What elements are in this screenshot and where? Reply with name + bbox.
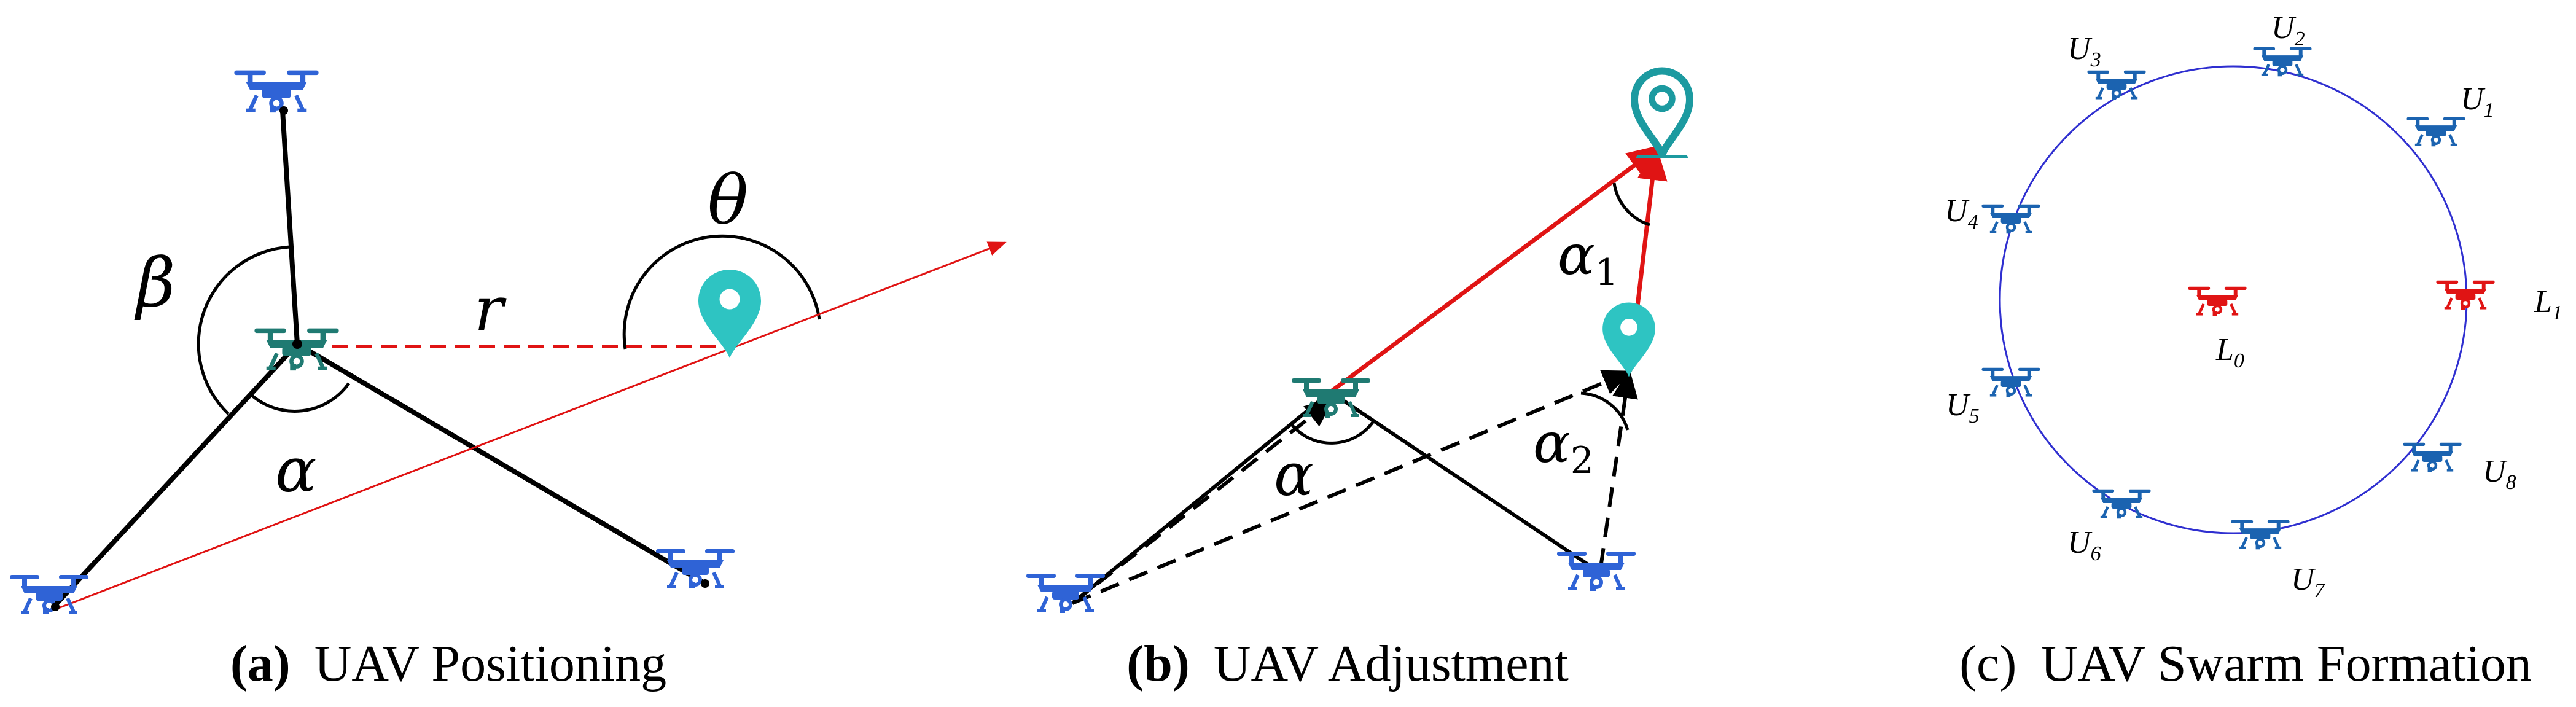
panel-b: α α1 α2 (b) UAV Adjustment: [1026, 71, 1690, 692]
direction-arrow: [55, 241, 1007, 611]
symbol-alpha1: α1: [1558, 223, 1618, 294]
angle-arc-alpha1: [1612, 182, 1650, 227]
drone-icon: [2403, 443, 2461, 472]
angle-arc-alpha2: [1580, 391, 1630, 431]
drone-icon: [2087, 71, 2145, 100]
angle-arc-theta: [622, 234, 821, 350]
angle-arc-alpha: [249, 382, 351, 413]
symbol-alpha: α: [275, 434, 317, 506]
drone-icon: [234, 71, 318, 113]
panel-a: β α θ r (a) UAV Positioning: [10, 71, 1007, 692]
drone-icon: [2188, 287, 2246, 316]
caption-letter: (b): [1126, 635, 1190, 692]
node-label-u2: U2: [2271, 10, 2305, 50]
leader-label-l1: L1: [2534, 284, 2562, 324]
symbol-r: r: [474, 273, 507, 345]
node-label-u5: U5: [1946, 388, 1980, 428]
drone-icon: [1557, 552, 1636, 591]
map-pin-icon: [1602, 302, 1655, 377]
drone-icon: [1026, 574, 1105, 613]
edge-line: [280, 110, 300, 345]
dashed-arrow: [1071, 398, 1335, 605]
symbol-alpha2: α2: [1533, 411, 1594, 482]
subscript: 1: [1595, 251, 1618, 294]
map-pin-icon: [698, 270, 761, 358]
angle-arc-alpha: [1290, 420, 1375, 445]
drone-icon: [2231, 520, 2289, 550]
caption-letter: (a): [230, 635, 291, 692]
edge-line: [295, 342, 707, 586]
edge-line: [53, 342, 299, 607]
caption-text: UAV Adjustment: [1214, 635, 1569, 692]
map-pin-icon: [1634, 71, 1690, 161]
caption-text: UAV Positioning: [314, 635, 666, 692]
symbol-beta: β: [134, 243, 176, 322]
edge-line: [1329, 390, 1596, 571]
node-label-u3: U3: [2067, 31, 2101, 71]
drone-icon: [1981, 205, 2040, 234]
caption-c: (c) UAV Swarm Formation: [1959, 635, 2532, 692]
node-label-u7: U7: [2291, 562, 2326, 602]
edge-line: [1071, 390, 1332, 605]
caption-a: (a) UAV Positioning: [230, 635, 666, 692]
caption-b: (b) UAV Adjustment: [1126, 635, 1569, 692]
leader-label-l0: L0: [2215, 332, 2244, 372]
subscript: 2: [1571, 439, 1594, 482]
drone-icon: [2406, 117, 2465, 147]
caption-text: UAV Swarm Formation: [2040, 635, 2532, 692]
red-arrow: [1329, 144, 1662, 394]
caption-letter: (c): [1959, 635, 2016, 692]
node-label-u8: U8: [2483, 454, 2516, 494]
panel-c: U1 U2 U3 U4 U5 U6 U7 U8 L0 L1 (c) UAV Sw…: [1945, 10, 2562, 692]
node-label-u1: U1: [2461, 82, 2494, 122]
node-label-u6: U6: [2067, 525, 2101, 565]
drone-icon: [656, 549, 735, 588]
dashed-arrow: [1599, 369, 1638, 568]
symbol-alpha: α: [1274, 440, 1314, 509]
dashed-arrow: [1071, 370, 1633, 605]
node-label-u4: U4: [1945, 193, 1978, 233]
drone-icon: [2253, 47, 2311, 77]
symbol-theta: θ: [708, 161, 748, 240]
angle-arc-beta: [197, 245, 291, 415]
